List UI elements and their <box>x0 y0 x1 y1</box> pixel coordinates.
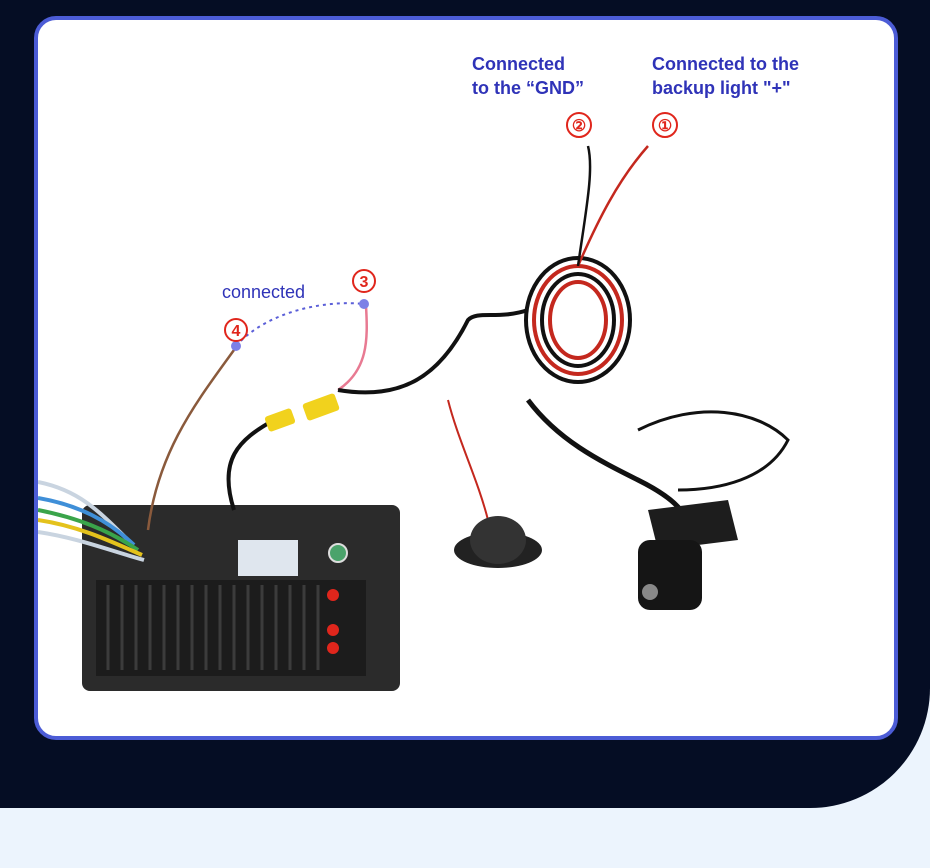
gnd-label-line2: to the “GND” <box>472 78 584 98</box>
number-markers <box>224 112 678 342</box>
cable-coil <box>524 256 632 384</box>
wiring-diagram-photo: ② ① 3 4 Connected to the “GND” Connected… <box>34 16 898 740</box>
dotted-connection-line <box>235 302 365 347</box>
bottom-light-card <box>0 808 930 868</box>
connection-dot-4 <box>231 341 241 351</box>
marker-1: ① <box>658 118 672 135</box>
marker-3: 3 <box>360 274 369 291</box>
brown-wire <box>146 349 236 531</box>
wire-harness <box>38 480 145 562</box>
rca-connectors <box>264 393 340 432</box>
pink-wire <box>337 305 368 392</box>
head-unit-back-panel <box>82 505 400 691</box>
gnd-label-line1: Connected <box>472 54 566 74</box>
marker-4: 4 <box>232 323 241 340</box>
buzzer <box>447 399 542 568</box>
backup-label-line2: backup light "+" <box>652 78 791 98</box>
marker-2: ② <box>572 118 586 135</box>
red-wire <box>576 145 649 267</box>
connection-dot-3 <box>359 299 369 309</box>
video-cable <box>226 418 275 511</box>
black-wire <box>576 145 592 267</box>
backup-label-line1: Connected to the <box>652 54 799 74</box>
wiring-illustration: ② ① 3 4 <box>38 112 790 691</box>
connected-label: connected <box>222 282 306 302</box>
rear-camera <box>637 410 790 610</box>
